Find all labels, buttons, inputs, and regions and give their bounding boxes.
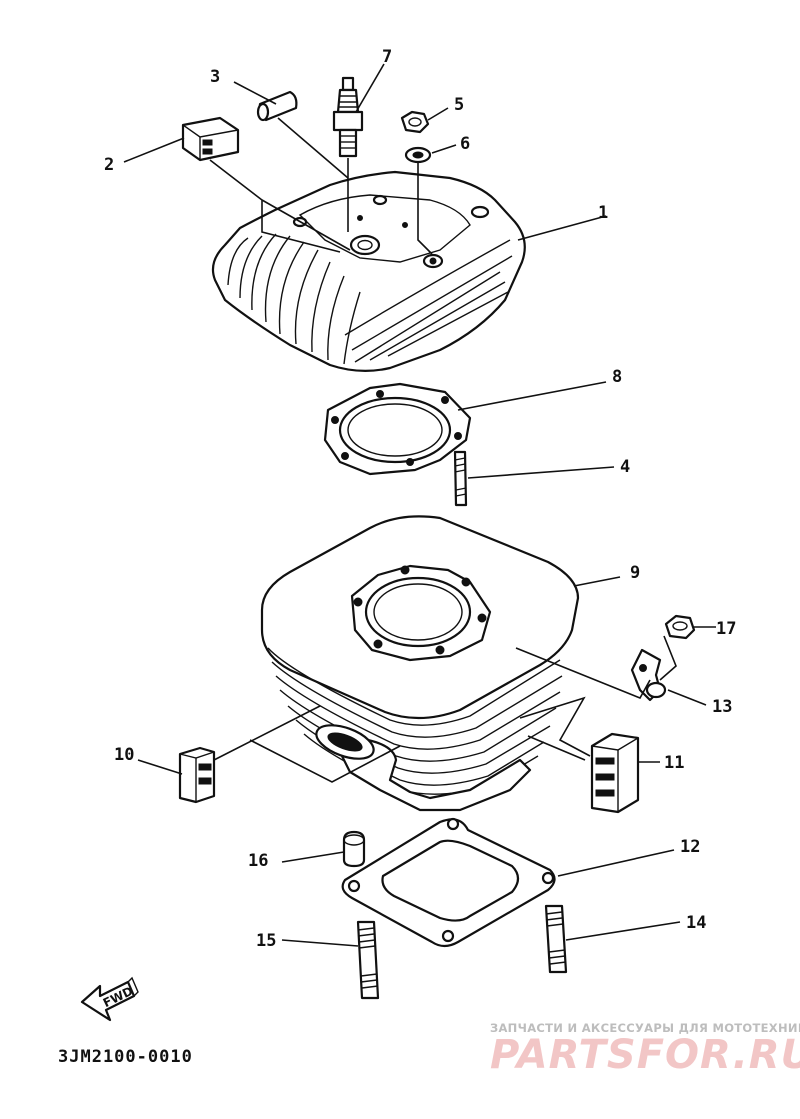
stud-bolt-right — [544, 904, 568, 974]
spark-plug — [332, 76, 364, 158]
callout-6: 6 — [460, 134, 470, 154]
cylinder-body — [260, 515, 580, 812]
callout-12: 12 — [680, 837, 700, 857]
callout-7: 7 — [382, 47, 392, 67]
watermark: ЗАПЧАСТИ И АКСЕССУАРЫ ДЛЯ МОТОТЕХНИКИ PA… — [490, 1021, 800, 1078]
callout-3: 3 — [210, 67, 220, 87]
watermark-tagline: ЗАПЧАСТИ И АКСЕССУАРЫ ДЛЯ МОТОТЕХНИКИ — [490, 1021, 800, 1035]
cylinder-head — [211, 170, 526, 372]
stud-bolt-upper — [453, 450, 468, 507]
watermark-logo: PARTSFOR.RU — [490, 1032, 800, 1078]
cylinder-damper-left — [178, 746, 216, 804]
plug-cap — [256, 90, 298, 122]
callout-2: 2 — [104, 155, 114, 175]
callout-9: 9 — [630, 563, 640, 583]
callout-8: 8 — [612, 367, 622, 387]
callout-4: 4 — [620, 457, 630, 477]
wire-bracket — [630, 648, 667, 702]
cylinder-damper-right — [590, 732, 640, 814]
callout-17: 17 — [716, 619, 736, 639]
callout-10: 10 — [114, 745, 134, 765]
callout-11: 11 — [664, 753, 684, 773]
callout-15: 15 — [256, 931, 276, 951]
cylinder-head-gasket — [323, 382, 472, 476]
callout-5: 5 — [454, 95, 464, 115]
head-damper-rubber — [181, 116, 240, 162]
callout-16: 16 — [248, 851, 268, 871]
fwd-arrow-icon: FWD — [80, 976, 139, 1022]
callout-labels: 1 2 3 4 5 6 7 8 9 10 11 12 13 14 15 16 1… — [104, 47, 736, 951]
callout-13: 13 — [712, 697, 732, 717]
cylinder-base-gasket — [341, 817, 556, 948]
dowel-pin — [342, 830, 366, 868]
clamp-nut — [664, 614, 696, 640]
stud-bolt-left — [356, 920, 380, 1000]
callout-14: 14 — [686, 913, 706, 933]
plain-washer — [404, 146, 432, 164]
drawing-code: 3JM2100-0010 — [58, 1047, 193, 1067]
leader-lines — [123, 63, 716, 947]
callout-1: 1 — [598, 203, 608, 223]
head-nut — [400, 110, 430, 134]
